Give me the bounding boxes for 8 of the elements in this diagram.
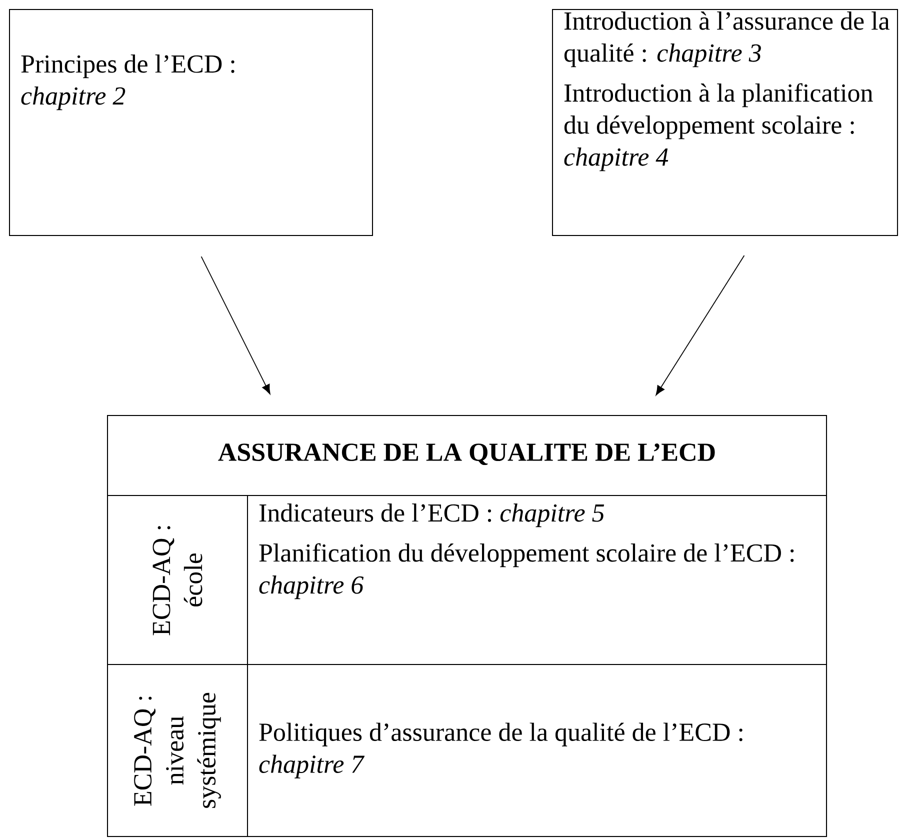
arrow [200, 256, 270, 394]
text-box: Indicateurs de l’ECD : chapitre 5 Planification du développement scolaire de l’ECD : chapitre 6 [247, 495, 827, 665]
text-box: Principes de l’ECD : chapitre 2 [9, 9, 373, 236]
text-box: Politiques d’assurance de la qualité de l’ECD : chapitre 7 [247, 664, 827, 837]
arrow [656, 255, 745, 396]
row-header-cell: ECD-AQ : niveau systémique [107, 664, 248, 837]
text-box: Introduction à l’assurance de la qualité : chapitre 3 Introduction à la planification du développement scolaire : chapitre 4 [552, 9, 898, 236]
row-header-cell: ECD-AQ : école [107, 495, 248, 665]
